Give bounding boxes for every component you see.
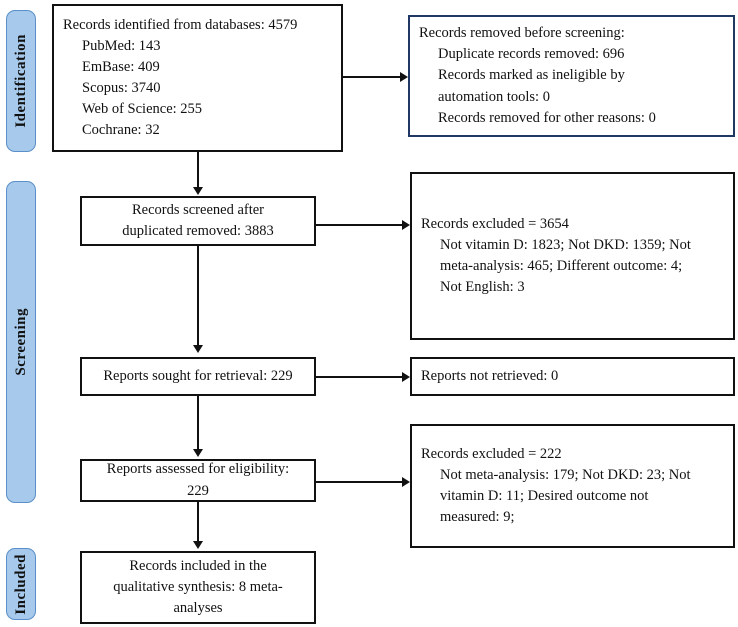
records-identified-line-3: Scopus: 3740 xyxy=(82,80,161,96)
stage-label-included: Included xyxy=(12,553,29,615)
stage-pill-identification: Identification xyxy=(6,10,36,152)
records-excluded-screening-line-2: meta-analysis: 465; Different outcome: 4… xyxy=(440,258,683,274)
connector-screened-to-sought xyxy=(197,246,199,346)
arrow-sought-to-assessed xyxy=(193,449,203,457)
reports-assessed-line-1: 229 xyxy=(187,482,209,499)
records-removed-line-4: Records removed for other reasons: 0 xyxy=(438,109,656,126)
arrow-assessed-to-excluded xyxy=(402,477,410,487)
reports-sought-for-retrieval-box: Reports sought for retrieval: 229 xyxy=(80,357,316,396)
records-removed-line-3: automation tools: 0 xyxy=(438,88,550,105)
records-identified-line-2: EmBase: 409 xyxy=(82,58,160,75)
stage-label-identification: Identification xyxy=(12,34,29,128)
records-identified-line-1: PubMed: 143 xyxy=(82,37,161,54)
arrow-assessed-to-included xyxy=(193,541,203,549)
connector-screened-to-excluded xyxy=(316,224,403,226)
arrow-screened-to-sought xyxy=(193,345,203,353)
records-excluded-screening-line-3: Not English: 3 xyxy=(440,279,525,296)
records-excluded-screening-line-0: Records excluded = 3654 xyxy=(421,215,569,232)
stage-label-screening: Screening xyxy=(12,308,29,376)
records-screened-box: Records screened after duplicated remove… xyxy=(80,196,316,246)
records-identified-line-5: Cochrane: 32 xyxy=(82,122,160,139)
arrow-sought-to-not-retrieved xyxy=(402,372,410,382)
connector-identified-to-screened xyxy=(197,152,199,188)
arrow-screened-to-excluded xyxy=(402,220,410,230)
reports-not-retrieved-box: Reports not retrieved: 0 xyxy=(410,357,735,396)
records-excluded-eligibility-box: Records excluded = 222 Not meta-analysis… xyxy=(410,424,735,548)
stage-pill-included: Included xyxy=(6,548,36,620)
connector-sought-to-not-retrieved xyxy=(316,376,403,378)
stage-pill-screening: Screening xyxy=(6,181,36,503)
records-included-line-0: Records included in the xyxy=(129,557,267,574)
reports-not-retrieved-line-0: Reports not retrieved: 0 xyxy=(421,367,559,384)
arrow-identified-to-removed xyxy=(400,72,408,82)
records-excluded-eligibility-line-2: vitamin D: 11; Desired outcome not xyxy=(440,488,649,504)
records-excluded-eligibility-line-0: Records excluded = 222 xyxy=(421,445,562,462)
arrow-identified-to-screened xyxy=(193,187,203,195)
records-included-box: Records included in the qualitative synt… xyxy=(80,551,316,624)
reports-assessed-line-0: Reports assessed for eligibility: xyxy=(106,461,290,478)
records-excluded-screening-box: Records excluded = 3654 Not vitamin D: 1… xyxy=(410,172,735,340)
records-included-line-1: qualitative synthesis: 8 meta- xyxy=(113,578,283,595)
records-excluded-eligibility-line-1: Not meta-analysis: 179; Not DKD: 23; Not xyxy=(440,466,691,483)
records-screened-line-1: duplicated removed: 3883 xyxy=(122,223,274,239)
connector-assessed-to-included xyxy=(197,502,199,542)
reports-sought-line-0: Reports sought for retrieval: 229 xyxy=(103,367,293,384)
records-identified-line-0: Records identified from databases: 4579 xyxy=(63,16,298,33)
records-removed-before-screening-box: Records removed before screening: Duplic… xyxy=(408,15,735,137)
records-screened-line-0: Records screened after xyxy=(131,201,265,218)
connector-assessed-to-excluded xyxy=(316,481,403,483)
records-excluded-eligibility-line-3: measured: 9; xyxy=(440,509,515,526)
connector-sought-to-assessed xyxy=(197,396,199,450)
reports-assessed-for-eligibility-box: Reports assessed for eligibility: 229 xyxy=(80,459,316,502)
records-removed-line-1: Duplicate records removed: 696 xyxy=(438,46,625,63)
records-excluded-screening-line-1: Not vitamin D: 1823; Not DKD: 1359; Not xyxy=(440,236,691,253)
records-removed-line-0: Records removed before screening: xyxy=(419,25,625,42)
records-identified-line-4: Web of Science: 255 xyxy=(82,101,203,118)
records-removed-line-2: Records marked as ineligible by xyxy=(438,67,625,84)
records-included-line-2: analyses xyxy=(173,600,223,616)
connector-identified-to-removed xyxy=(343,76,401,78)
records-identified-box: Records identified from databases: 4579 … xyxy=(52,4,343,152)
